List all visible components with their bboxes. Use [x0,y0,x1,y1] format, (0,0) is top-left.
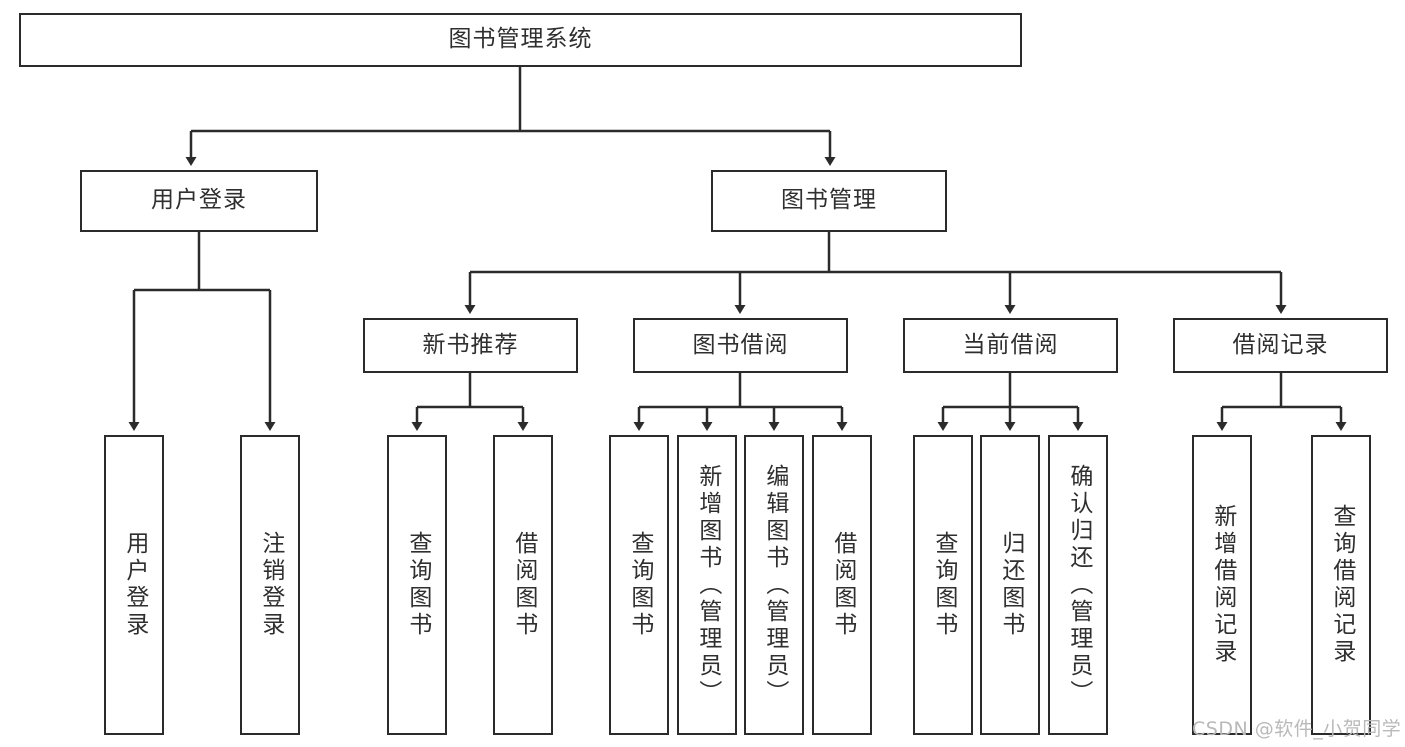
node-leaf-borrow-book-recommend[interactable]: 借阅图书 [493,435,553,735]
node-label: 借阅图书 [829,531,856,639]
node-leaf-user-login[interactable]: 用户登录 [104,435,164,735]
node-leaf-borrow-book[interactable]: 借阅图书 [812,435,872,735]
node-leaf-return-book[interactable]: 归还图书 [980,435,1040,735]
csdn-watermark: CSDN @软件_小贺同学 [1192,718,1402,740]
node-label: 查询图书 [930,531,957,639]
node-label: 确认归还（管理员） [1065,463,1092,707]
node-label: 用户登录 [151,187,247,214]
node-borrow-record[interactable]: 借阅记录 [1173,318,1388,373]
node-user-login[interactable]: 用户登录 [80,170,318,232]
node-leaf-confirm-return-admin[interactable]: 确认归还（管理员） [1048,435,1108,735]
node-leaf-query-book-borrow[interactable]: 查询图书 [609,435,669,735]
node-label: 当前借阅 [962,331,1059,358]
node-book-management[interactable]: 图书管理 [711,170,947,232]
node-leaf-add-book-admin[interactable]: 新增图书（管理员） [677,435,737,735]
node-label: 查询图书 [404,531,431,639]
node-leaf-edit-book-admin[interactable]: 编辑图书（管理员） [744,435,804,735]
node-label: 借阅记录 [1232,331,1329,358]
node-new-book-recommend[interactable]: 新书推荐 [363,318,578,373]
node-book-borrow[interactable]: 图书借阅 [633,318,848,373]
node-leaf-add-borrow-record[interactable]: 新增借阅记录 [1192,435,1252,735]
node-label: 新增借阅记录 [1209,504,1236,666]
node-label: 借阅图书 [510,531,537,639]
node-current-borrow[interactable]: 当前借阅 [903,318,1118,373]
node-label: 新书推荐 [422,331,519,358]
node-label: 图书管理系统 [448,26,593,53]
node-label: 用户登录 [121,531,148,639]
node-label: 归还图书 [997,531,1024,639]
node-label: 图书借阅 [692,331,789,358]
node-root-book-management-system[interactable]: 图书管理系统 [19,13,1022,67]
node-leaf-query-borrow-record[interactable]: 查询借阅记录 [1311,435,1371,735]
node-label: 注销登录 [257,531,284,639]
node-label: 图书管理 [781,187,877,214]
node-leaf-query-book-recommend[interactable]: 查询图书 [387,435,447,735]
node-label: 查询图书 [626,531,653,639]
node-leaf-logout[interactable]: 注销登录 [240,435,300,735]
node-label: 查询借阅记录 [1328,504,1355,666]
node-label: 新增图书（管理员） [694,463,721,707]
node-leaf-query-book-current[interactable]: 查询图书 [913,435,973,735]
node-label: 编辑图书（管理员） [761,463,788,707]
